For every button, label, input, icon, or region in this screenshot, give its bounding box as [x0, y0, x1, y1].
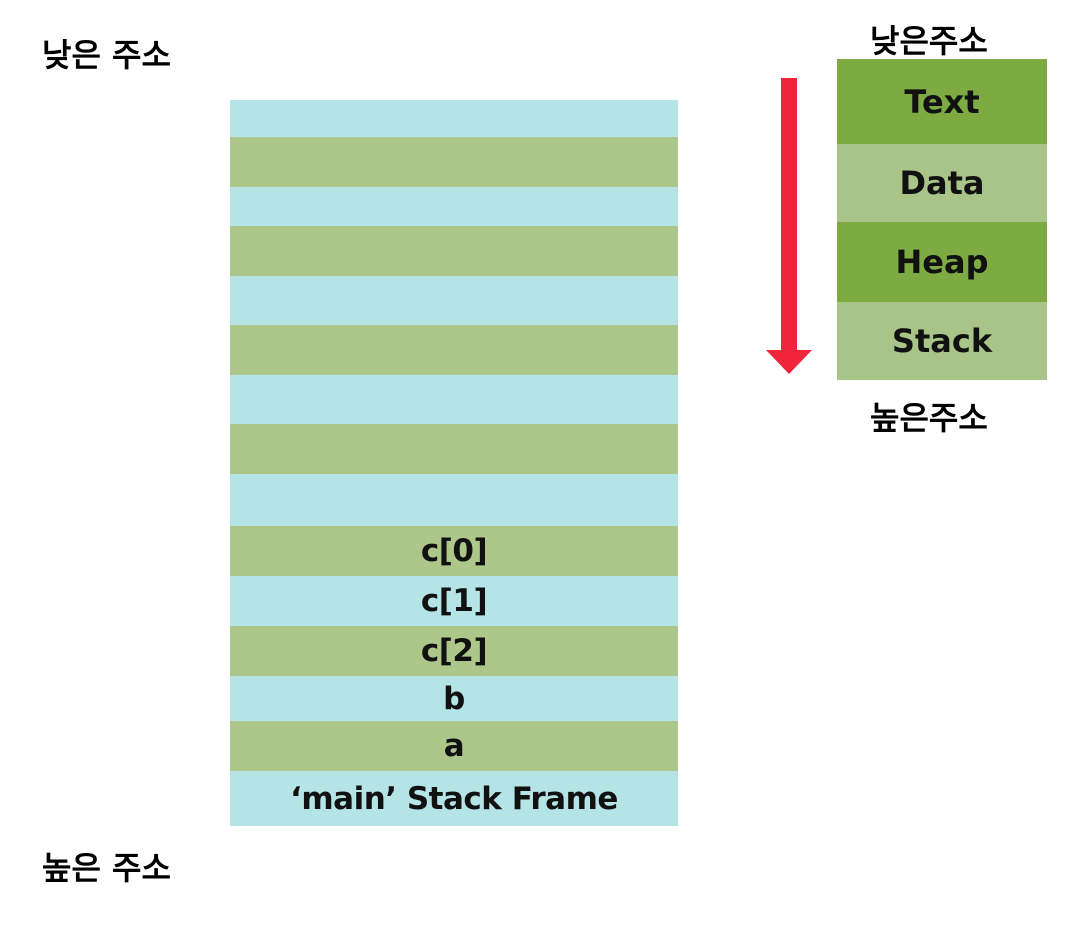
- stack-row: [230, 325, 678, 375]
- stack-row: [230, 424, 678, 474]
- stack-frame-diagram: c[0] c[1] c[2] b a ‘main’ Stack Frame: [230, 100, 678, 826]
- stack-row-c2: c[2]: [230, 626, 678, 676]
- segment-low-address-label: 낮은주소: [870, 22, 988, 60]
- arrow-head: [766, 350, 812, 374]
- stack-row-main-frame: ‘main’ Stack Frame: [230, 771, 678, 826]
- stack-row: [230, 100, 678, 137]
- stack-row: [230, 375, 678, 424]
- segment-data: Data: [837, 144, 1047, 222]
- stack-row: [230, 187, 678, 226]
- stack-row-c0: c[0]: [230, 526, 678, 576]
- stack-row: [230, 137, 678, 187]
- high-address-label: 높은 주소: [42, 849, 171, 887]
- segment-text: Text: [837, 59, 1047, 144]
- stack-row-b: b: [230, 676, 678, 721]
- stack-row: [230, 226, 678, 276]
- segment-high-address-label: 높은주소: [870, 399, 988, 437]
- low-address-label: 낮은 주소: [42, 36, 171, 74]
- stack-row: [230, 276, 678, 325]
- segment-heap: Heap: [837, 222, 1047, 302]
- down-arrow-icon: [766, 78, 812, 374]
- stack-row-a: a: [230, 721, 678, 771]
- segment-stack: Stack: [837, 302, 1047, 380]
- memory-segments: Text Data Heap Stack: [837, 59, 1047, 380]
- arrow-shaft: [781, 78, 797, 352]
- stack-row: [230, 474, 678, 526]
- stack-row-c1: c[1]: [230, 576, 678, 626]
